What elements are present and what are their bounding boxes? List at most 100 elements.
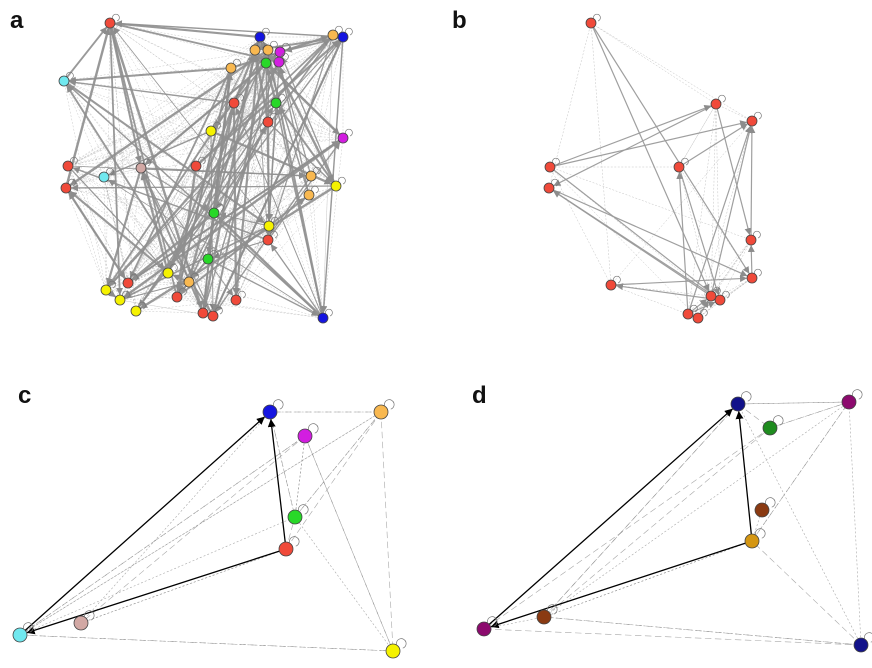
- edge: [259, 36, 344, 52]
- edge: [267, 36, 328, 51]
- edge: [139, 184, 338, 309]
- node-red: [673, 161, 685, 173]
- self-loop: [753, 230, 761, 239]
- edge: [114, 20, 262, 39]
- self-loop: [273, 399, 284, 410]
- edge: [67, 52, 251, 167]
- edge: [322, 143, 343, 319]
- self-loop: [700, 308, 708, 317]
- edge: [73, 36, 344, 164]
- node-navy: [853, 637, 869, 653]
- edge: [678, 108, 714, 168]
- self-loop: [198, 156, 206, 165]
- node-purple: [476, 621, 492, 637]
- edge: [63, 80, 233, 296]
- edge: [309, 175, 312, 190]
- self-loop: [681, 157, 689, 166]
- node-blue: [317, 312, 329, 324]
- edge: [211, 136, 237, 301]
- edge: [212, 67, 232, 126]
- edge: [265, 62, 273, 222]
- edge: [217, 215, 325, 320]
- node-pink: [135, 162, 147, 174]
- edge: [109, 22, 124, 296]
- edge: [676, 171, 689, 315]
- edge: [19, 416, 265, 636]
- edge: [595, 26, 717, 105]
- edge: [553, 171, 699, 319]
- edge: [65, 105, 229, 189]
- node-cyan: [58, 75, 70, 87]
- self-loop: [755, 528, 766, 539]
- edge: [212, 62, 267, 312]
- edge: [25, 634, 394, 652]
- node-orange: [249, 44, 261, 56]
- edge: [69, 171, 107, 291]
- edge: [107, 181, 204, 314]
- edge: [178, 49, 269, 292]
- edge: [489, 628, 862, 646]
- node-red: [197, 307, 209, 319]
- self-loop: [257, 40, 265, 49]
- edge: [131, 102, 277, 279]
- node-red: [207, 310, 219, 322]
- edge: [550, 22, 592, 183]
- edge: [63, 80, 106, 285]
- edge: [590, 22, 750, 274]
- edge: [84, 411, 271, 619]
- node-yellow: [263, 220, 275, 232]
- edge: [543, 431, 766, 618]
- edge: [67, 84, 324, 319]
- edge: [232, 73, 324, 319]
- node-red: [705, 290, 717, 302]
- edge: [735, 410, 753, 542]
- edge: [687, 244, 748, 315]
- edge: [681, 103, 717, 163]
- self-loop: [270, 112, 278, 121]
- panel-label-a: a: [10, 7, 24, 34]
- self-loop: [713, 286, 721, 295]
- edge: [719, 245, 749, 301]
- edge: [115, 24, 267, 64]
- edge: [63, 80, 205, 255]
- node-red: [745, 234, 757, 246]
- edge: [721, 106, 753, 122]
- self-loop: [289, 536, 300, 547]
- edge: [267, 418, 287, 550]
- edge: [132, 137, 344, 281]
- edge: [67, 40, 256, 167]
- node-red: [262, 116, 274, 128]
- node-red: [682, 308, 694, 320]
- self-loop: [613, 275, 621, 284]
- edge: [188, 68, 265, 283]
- edge: [322, 40, 334, 319]
- node-red: [104, 17, 116, 29]
- node-orange: [262, 44, 274, 56]
- edge: [80, 550, 281, 624]
- edge: [233, 35, 262, 296]
- edge: [687, 125, 752, 315]
- edge: [238, 36, 344, 101]
- edge: [737, 401, 844, 405]
- edge: [743, 401, 850, 405]
- edge: [748, 125, 756, 241]
- edge: [610, 125, 749, 286]
- self-loop: [765, 497, 776, 508]
- edge: [114, 20, 344, 38]
- node-red: [190, 160, 202, 172]
- edge: [140, 41, 257, 169]
- self-loop: [345, 128, 353, 137]
- self-loop: [282, 42, 290, 51]
- edge: [169, 165, 197, 268]
- edge: [129, 67, 232, 279]
- self-loop: [238, 290, 246, 299]
- edge: [124, 225, 270, 299]
- edge: [678, 166, 720, 296]
- edge: [267, 189, 332, 241]
- panel-label-d: d: [472, 382, 487, 409]
- self-loop: [143, 158, 151, 167]
- edge: [69, 48, 270, 186]
- edge: [135, 126, 265, 312]
- edge: [63, 80, 331, 185]
- edge: [678, 166, 710, 291]
